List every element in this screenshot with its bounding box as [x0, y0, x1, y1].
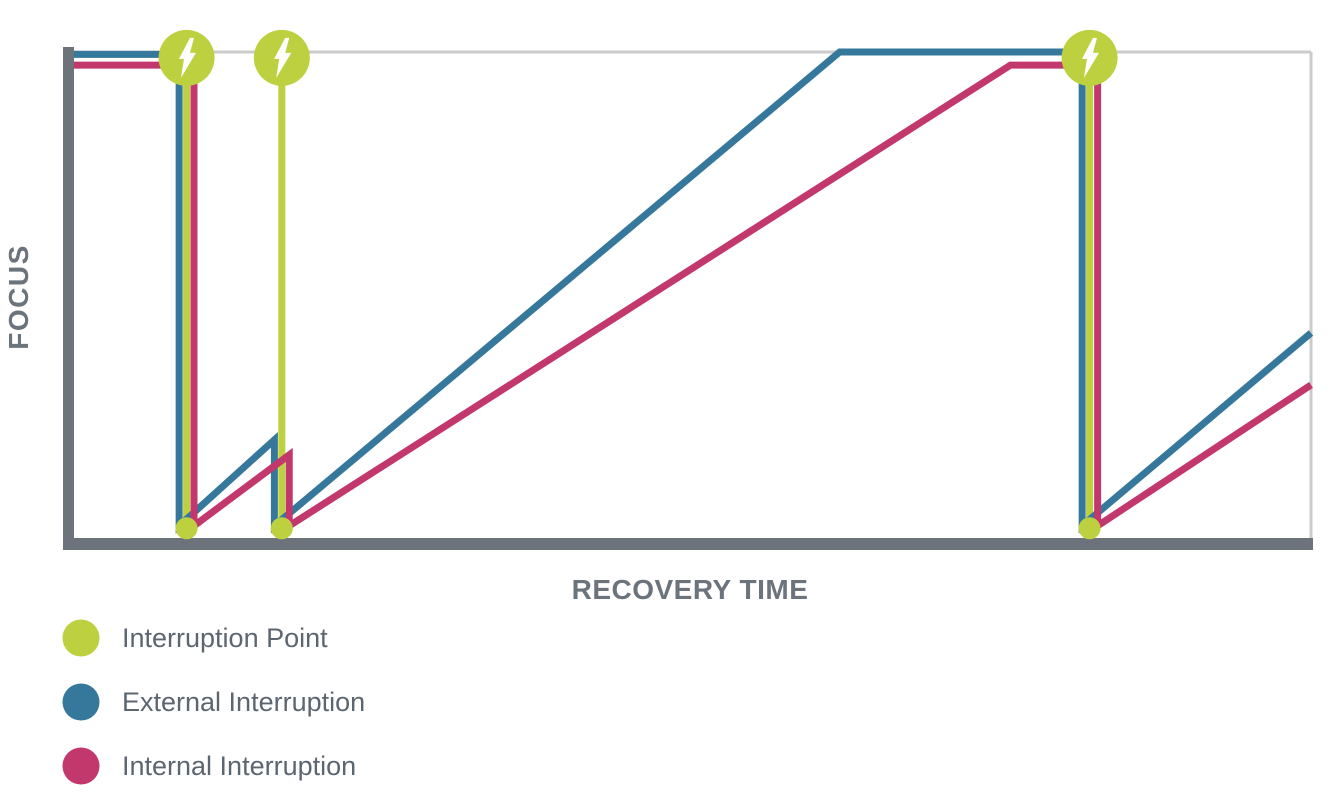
legend-item-label: Internal Interruption — [122, 751, 356, 781]
x-axis-label: RECOVERY TIME — [572, 574, 809, 605]
legend-swatch-circle — [62, 747, 100, 785]
interruption-drop-lines — [183, 57, 1094, 529]
lightning-bolt-icon — [178, 37, 196, 78]
lightning-bolt-icon — [274, 37, 292, 78]
external-interruption-line — [74, 48, 1314, 534]
legend-item-external-interruption: External Interruption — [62, 683, 365, 721]
legend-swatch-circle — [62, 683, 100, 721]
legend-item-internal-interruption: Internal Interruption — [62, 747, 356, 785]
x-axis-bar — [63, 538, 1313, 550]
interruption-bottom-dot — [270, 517, 293, 540]
legend-item-label: Interruption Point — [122, 623, 328, 653]
interruption-marker — [253, 29, 310, 540]
y-axis-label: FOCUS — [3, 244, 34, 350]
interruption-markers — [158, 29, 1118, 540]
interruption-marker — [1061, 29, 1118, 540]
legend: Interruption Point External Interruption… — [62, 619, 365, 785]
lightning-bolt-icon — [1081, 37, 1099, 78]
interruption-bottom-dot — [175, 517, 198, 540]
interruption-marker — [158, 29, 215, 540]
legend-item-label: External Interruption — [122, 687, 365, 717]
legend-item-interruption-point: Interruption Point — [62, 619, 328, 657]
interruption-bottom-dot — [1078, 517, 1101, 540]
y-axis-bar — [63, 47, 74, 550]
legend-swatch-circle — [62, 619, 100, 657]
